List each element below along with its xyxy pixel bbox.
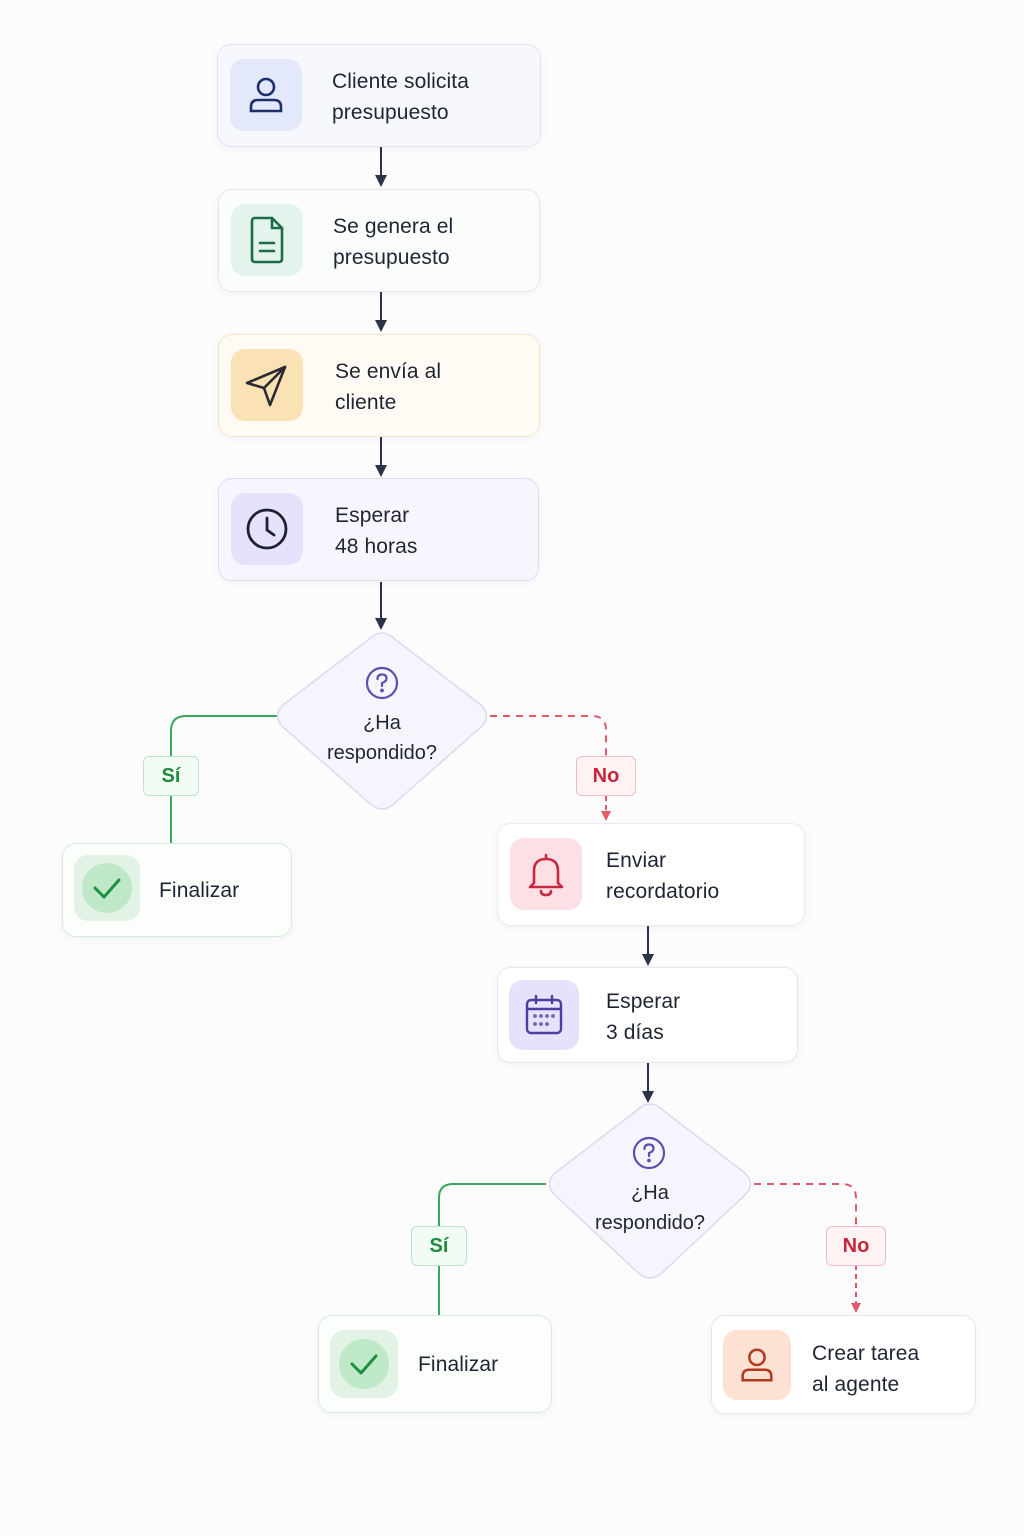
check-icon	[330, 1330, 398, 1398]
clock-icon	[231, 493, 303, 565]
send-icon	[231, 349, 303, 421]
calendar-icon	[509, 980, 579, 1050]
document-icon	[231, 204, 303, 276]
branch-yes-label-2: Sí	[411, 1226, 467, 1266]
decision-2-line1: ¿Ha	[631, 1182, 669, 1204]
step-request-line2: presupuesto	[332, 101, 449, 124]
step-send-line2: cliente	[335, 391, 397, 414]
step-reminder-line2: recordatorio	[606, 880, 720, 903]
step-task-line2: al agente	[812, 1373, 900, 1396]
step-wait3-line2: 3 días	[606, 1021, 664, 1044]
step-generate-line2: presupuesto	[333, 246, 450, 269]
step-send-reminder[interactable]: Enviar recordatorio	[497, 823, 805, 926]
check-icon	[74, 855, 140, 921]
user-icon	[230, 59, 302, 131]
end-finalize-2[interactable]: Finalizar	[318, 1315, 552, 1413]
step-request-line1: Cliente solicita	[332, 70, 469, 93]
step-create-agent-task[interactable]: Crear tarea al agente	[711, 1315, 976, 1414]
step-request-budget[interactable]: Cliente solicita presupuesto	[217, 44, 541, 147]
decision-1-line1: ¿Ha	[363, 712, 401, 734]
step-generate-budget[interactable]: Se genera el presupuesto	[218, 189, 540, 292]
decision-diamond-2	[548, 1103, 752, 1279]
end-2-label: Finalizar	[418, 1353, 499, 1376]
decision-diamond-1	[276, 632, 488, 810]
step-reminder-line1: Enviar	[606, 849, 667, 872]
no-line-2	[754, 1183, 857, 1226]
yes-line-2	[438, 1183, 546, 1226]
end-finalize-1[interactable]: Finalizar	[62, 843, 292, 937]
step-send-line1: Se envía al	[335, 360, 442, 383]
branch-no-label-1: No	[576, 756, 636, 796]
no-line-1	[490, 715, 607, 756]
step-wait48-line1: Esperar	[335, 504, 410, 527]
decision-1-question-icon	[364, 665, 400, 701]
branch-no-label-2: No	[826, 1226, 886, 1266]
decision-1-label: ¿Ha respondido?	[302, 708, 462, 768]
step-send-to-client[interactable]: Se envía al cliente	[218, 334, 540, 437]
step-task-line1: Crear tarea	[812, 1342, 920, 1365]
step-generate-line1: Se genera el	[333, 215, 454, 238]
user-icon	[723, 1330, 791, 1400]
step-wait48-line2: 48 horas	[335, 535, 418, 558]
step-wait3-line1: Esperar	[606, 990, 681, 1013]
end-1-label: Finalizar	[159, 879, 240, 902]
yes-line-1	[170, 715, 277, 758]
decision-2-question-icon	[631, 1135, 667, 1171]
decision-1-line2: respondido?	[326, 742, 438, 764]
branch-yes-label-1: Sí	[143, 756, 199, 796]
step-wait-48-hours[interactable]: Esperar 48 horas	[218, 478, 539, 581]
decision-2-line2: respondido?	[594, 1212, 706, 1234]
decision-2-label: ¿Ha respondido?	[570, 1178, 730, 1238]
bell-icon	[510, 838, 582, 910]
step-wait-3-days[interactable]: Esperar 3 días	[497, 967, 798, 1063]
